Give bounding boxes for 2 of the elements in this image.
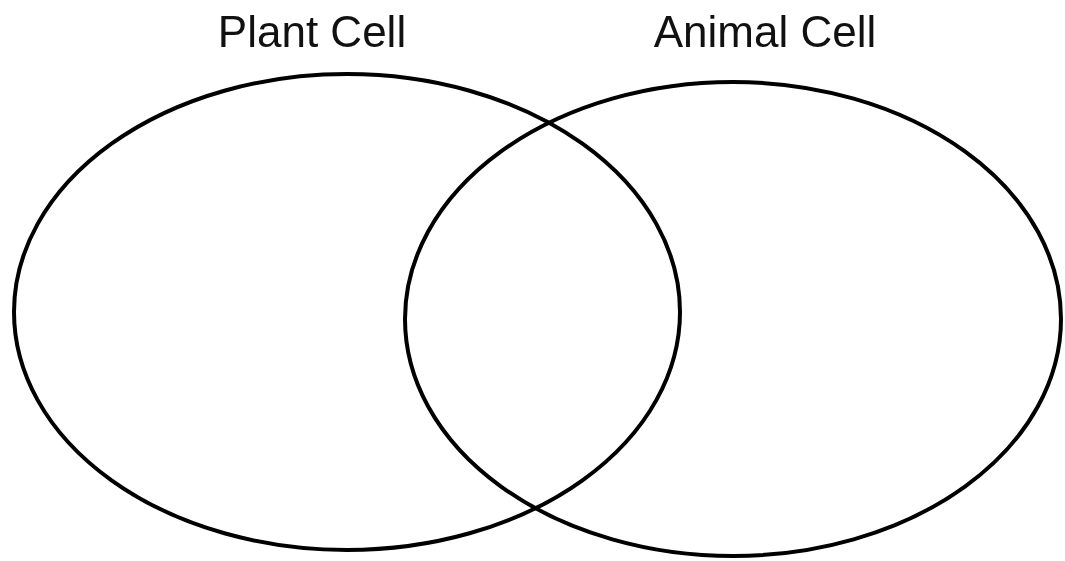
set-heading: Plant Cell <box>217 10 407 54</box>
set-heading: Animal Cell <box>653 10 877 54</box>
